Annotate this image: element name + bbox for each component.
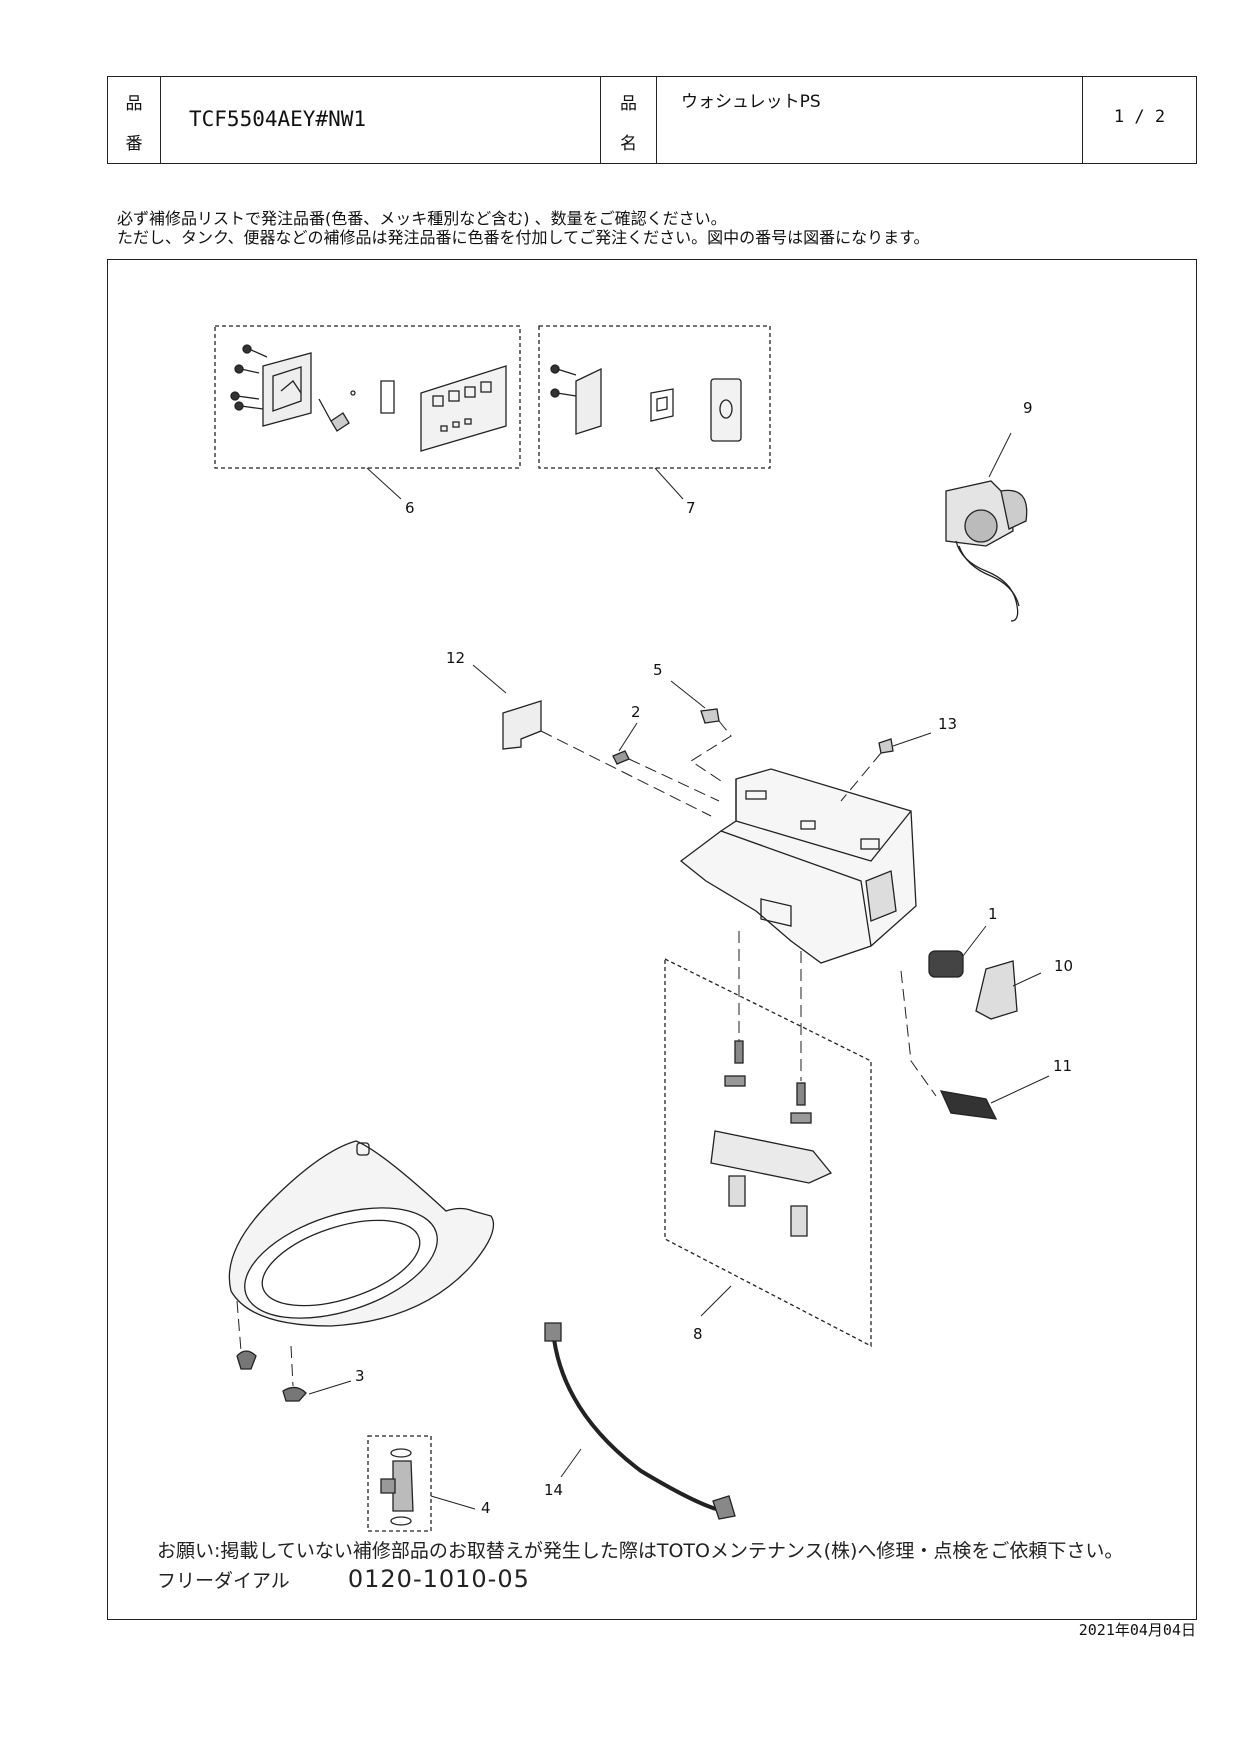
issue-date: 2021年04月04日 xyxy=(1078,1621,1196,1639)
rating-plate-part xyxy=(939,1090,998,1120)
tee-joint-group xyxy=(367,1435,432,1532)
callout-3: 3 xyxy=(355,1367,365,1385)
callout-1: 1 xyxy=(988,905,998,923)
callout-14: 14 xyxy=(544,1481,563,1499)
callout-9: 9 xyxy=(1023,399,1033,417)
bumper-part-2 xyxy=(282,1386,307,1402)
hinban-label-2: 番 xyxy=(125,134,143,154)
callout-7: 7 xyxy=(686,499,696,517)
assembly-lines xyxy=(236,720,937,1387)
callout-8: 8 xyxy=(693,1325,703,1343)
callout-13: 13 xyxy=(938,715,957,733)
product-name: ウォシュレットPS xyxy=(681,92,821,112)
cap-part xyxy=(878,738,894,754)
exploded-parts-diagram: 6 7 9 12 5 2 13 1 10 11 8 3 4 14 xyxy=(214,325,1073,1532)
callout-10: 10 xyxy=(1054,957,1073,975)
filter-part xyxy=(928,950,964,978)
note-line-1: 必ず補修品リストで発注品番(色番、メッキ種別など含む) 、数量をご確認ください。 xyxy=(117,209,727,228)
main-body-unit xyxy=(679,768,917,964)
hinmei-label-2: 名 xyxy=(620,134,637,154)
note-line-2: ただし、タンク、便器などの補修品は発注品番に色番を付加してご発注ください。図中の… xyxy=(117,228,930,247)
hinban-label-1: 品 xyxy=(125,94,143,114)
leader-lines xyxy=(308,432,1050,1510)
callout-5: 5 xyxy=(653,661,663,679)
order-notes: 必ず補修品リストで発注品番(色番、メッキ種別など含む) 、数量をご確認ください。… xyxy=(117,209,929,247)
hinban-label-cell: 品 番 xyxy=(108,77,161,163)
screw-part xyxy=(612,750,630,765)
callout-6: 6 xyxy=(405,499,415,517)
callout-11: 11 xyxy=(1053,1057,1072,1075)
base-plate-group xyxy=(664,957,872,1348)
remote-controller-group xyxy=(214,325,521,469)
filter-cover-part xyxy=(975,960,1018,1020)
valve-unit-part xyxy=(945,480,1028,622)
freedial-number: 0120-1010-05 xyxy=(347,1565,530,1593)
product-name-cell: ウォシュレットPS xyxy=(657,77,1083,163)
header-table: 品 番 TCF5504AEY#NW1 品 名 ウォシュレットPS 1 / 2 xyxy=(107,76,1197,164)
diagram-frame: 6 7 9 12 5 2 13 1 10 11 8 3 4 14 xyxy=(107,259,1197,1620)
hinmei-label-1: 品 xyxy=(620,94,637,114)
wall-holder-group xyxy=(538,325,771,469)
page-cell: 1 / 2 xyxy=(1083,77,1196,163)
part-number: TCF5504AEY#NW1 xyxy=(189,107,367,131)
side-cover-part xyxy=(502,700,542,750)
freedial-label: フリーダイアル xyxy=(157,1570,290,1592)
callout-12: 12 xyxy=(446,649,465,667)
maintenance-request: お願い:掲載していない補修部品のお取替えが発生した際はTOTOメンテナンス(株)… xyxy=(157,1537,1123,1595)
part-number-cell: TCF5504AEY#NW1 xyxy=(161,77,601,163)
hinmei-label-cell: 品 名 xyxy=(601,77,657,163)
toilet-seat-part xyxy=(228,1140,495,1327)
clip-part xyxy=(700,708,720,724)
page-indicator: 1 / 2 xyxy=(1113,107,1166,127)
callout-4: 4 xyxy=(481,1499,491,1517)
callout-2: 2 xyxy=(631,703,641,721)
bumper-part xyxy=(236,1350,257,1370)
supply-hose-part xyxy=(544,1322,736,1520)
request-text: お願い:掲載していない補修部品のお取替えが発生した際はTOTOメンテナンス(株)… xyxy=(157,1540,1124,1562)
